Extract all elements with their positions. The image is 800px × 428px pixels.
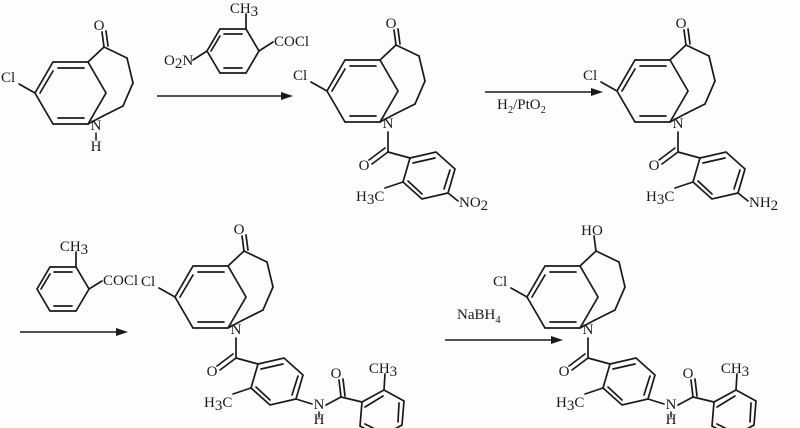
atom-label-cl: Cl [293, 68, 307, 84]
atom-label-cl: Cl [583, 68, 597, 84]
atom-label-cocl: COCl [103, 273, 138, 289]
reagent-label-nabh4: NaBH4 [457, 307, 501, 326]
atom-label-h3c: H3C [556, 395, 584, 414]
structure-benzamide-ketone-intermediate: Cl O N O H3C N H O [141, 222, 405, 428]
atom-label-o-amide: O [559, 364, 570, 380]
atom-label-n: N [583, 322, 594, 338]
atom-label-nh-h: H [91, 139, 102, 155]
atom-label-nh-h: H [666, 412, 677, 428]
atom-label-h3c: H3C [646, 189, 674, 208]
atom-label-cl: Cl [493, 274, 507, 290]
atom-label-ho: HO [581, 223, 603, 239]
atom-label-o2n: O2N [164, 53, 193, 72]
atom-label-cl: Cl [141, 274, 155, 290]
atom-label-o-amide2: O [331, 366, 342, 382]
reagent-label-h2-pto2: H2/PtO2 [497, 97, 546, 116]
reaction-arrow-step4 [445, 336, 563, 344]
atom-label-cocl: COCl [274, 34, 309, 50]
atom-label-h3c: H3C [356, 189, 384, 208]
reaction-arrow-step1 [157, 92, 293, 100]
reagent-2-methyl-4-nitrobenzoyl-chloride: CH3 COCl O2N [164, 1, 309, 74]
atom-label-nh-n: N [666, 397, 677, 413]
structure-tolvaptan-product: Cl HO N O H3C N H O CH3 [493, 223, 757, 428]
atom-label-ch3: CH3 [369, 361, 397, 380]
reagent-2-methylbenzoyl-chloride: CH3 COCl [36, 239, 138, 312]
atom-label-ch3: CH3 [60, 239, 88, 258]
reaction-arrow-step2 [485, 88, 603, 96]
structure-nitro-acylated-benzazepinone: Cl O N O H3C NO2 [293, 16, 488, 214]
atom-label-h3c: H3C [204, 395, 232, 414]
atom-label-n: N [673, 116, 684, 132]
atom-label-o-ketone: O [94, 18, 105, 34]
atom-label-nh-h: H [314, 412, 325, 428]
atom-label-n: N [383, 116, 394, 132]
atom-label-no2: NO2 [459, 195, 488, 214]
structure-starting-benzazepinone: Cl O N H [1, 18, 134, 155]
atom-label-o-amide2: O [683, 366, 694, 382]
atom-label-o-ketone: O [676, 16, 687, 32]
reaction-arrow-step3 [20, 328, 128, 336]
structure-amino-acylated-benzazepinone: Cl O N O H3C NH2 [583, 16, 778, 214]
atom-label-o-amide: O [359, 158, 370, 174]
atom-label-nh-n: N [314, 397, 325, 413]
atom-label-n: N [231, 322, 242, 338]
atom-label-o-amide: O [649, 158, 660, 174]
atom-label-n: N [91, 118, 102, 134]
atom-label-nh2: NH2 [749, 195, 778, 214]
atom-label-o-ketone: O [386, 16, 397, 32]
atom-label-cl: Cl [1, 70, 15, 86]
atom-label-ch3: CH3 [230, 1, 258, 20]
atom-label-o-amide: O [207, 364, 218, 380]
atom-label-ch3: CH3 [721, 361, 749, 380]
atom-label-o-ketone: O [234, 222, 245, 238]
